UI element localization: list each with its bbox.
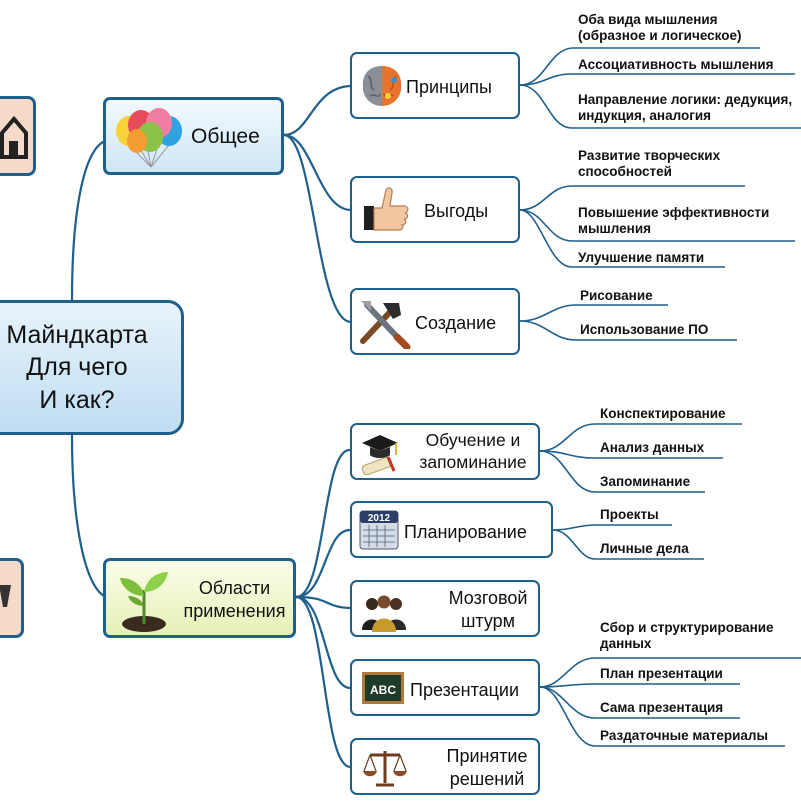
sprout-icon [120,572,168,632]
thumbs-up-icon [364,187,409,231]
leaf-principles-3: Направление логики: дедукция, индукция, … [578,92,793,124]
leaf-presentations-4: Раздаточные материалы [600,728,769,743]
leaf-benefits-3: Улучшение памяти [578,250,705,265]
leaf-learning-3: Запоминание [600,474,691,489]
node-brainstorm-label: Мозговой штурм [448,588,528,631]
node-planning-label: Планирование [404,522,527,542]
house-icon [0,115,28,159]
leaf-presentations-2: План презентации [600,666,723,681]
node-brainstorm[interactable]: Мозговой штурм [350,580,540,637]
node-principles-label: Принципы [406,77,492,97]
leaf-planning-2: Личные дела [600,541,689,556]
node-presentations-label: Презентации [410,680,520,700]
branch-applications-text: Области применения [183,578,286,621]
leaf-presentations-3: Сама презентация [600,700,724,715]
tool-icon [0,585,11,607]
partial-node-bottom [0,558,24,638]
scales-icon [363,751,407,787]
leaf-learning-1: Конспектирование [600,406,726,421]
leaf-learning-2: Анализ данных [600,440,705,455]
branch-general-label: Общее [191,125,260,148]
node-decisions[interactable]: Принятие решений [350,738,540,795]
leaf-creation-2: Использование ПО [580,322,709,337]
node-creation-label: Создание [415,313,497,333]
partial-node-top [0,96,36,176]
tools-icon [360,301,411,349]
leaf-presentations-1: Сбор и структурирование данных [600,620,774,652]
calendar-icon: 2012 [359,510,399,550]
leaf-planning-1: Проекты [600,507,659,522]
node-learning-label: Обучение и запоминание [419,430,527,472]
node-benefits[interactable]: Выгоды [350,176,520,243]
leaf-benefits-1: Развитие творческих способностей [578,148,721,180]
center-node[interactable]: Майндкарта Для чего И как? [0,300,184,435]
branch-general[interactable]: Общее [103,97,284,175]
node-principles[interactable]: Принципы [350,52,520,119]
center-line-1: Майндкарта [6,320,148,349]
brain-icon [362,66,402,106]
leaf-benefits-2: Повышение эффективности мышления [578,205,770,237]
center-line-3: И как? [39,385,115,414]
leaf-principles-2: Ассоциативность мышления [578,57,774,72]
branch-applications[interactable]: Области применения [103,558,296,638]
node-creation[interactable]: Создание [350,288,520,355]
node-planning[interactable]: 2012 Планирование [350,501,553,558]
graduation-cap-icon [361,435,398,475]
chalkboard-text: ABC [370,683,396,697]
branch-applications-label: Области применения [172,577,297,622]
node-learning[interactable]: Обучение и запоминание [350,423,540,480]
leaf-principles-1: Оба вида мышления (образное и логическое… [578,12,742,44]
center-node-label: Майндкарта Для чего И как? [6,319,147,417]
center-line-2: Для чего [26,353,128,382]
node-decisions-label: Принятие решений [446,746,528,789]
node-benefits-label: Выгоды [424,201,489,221]
node-presentations[interactable]: ABC Презентации [350,659,540,716]
balloons-icon [116,108,182,168]
chalkboard-icon: ABC [362,672,404,704]
people-icon [362,595,406,632]
calendar-year-text: 2012 [368,513,391,524]
leaf-creation-1: Рисование [580,288,653,303]
